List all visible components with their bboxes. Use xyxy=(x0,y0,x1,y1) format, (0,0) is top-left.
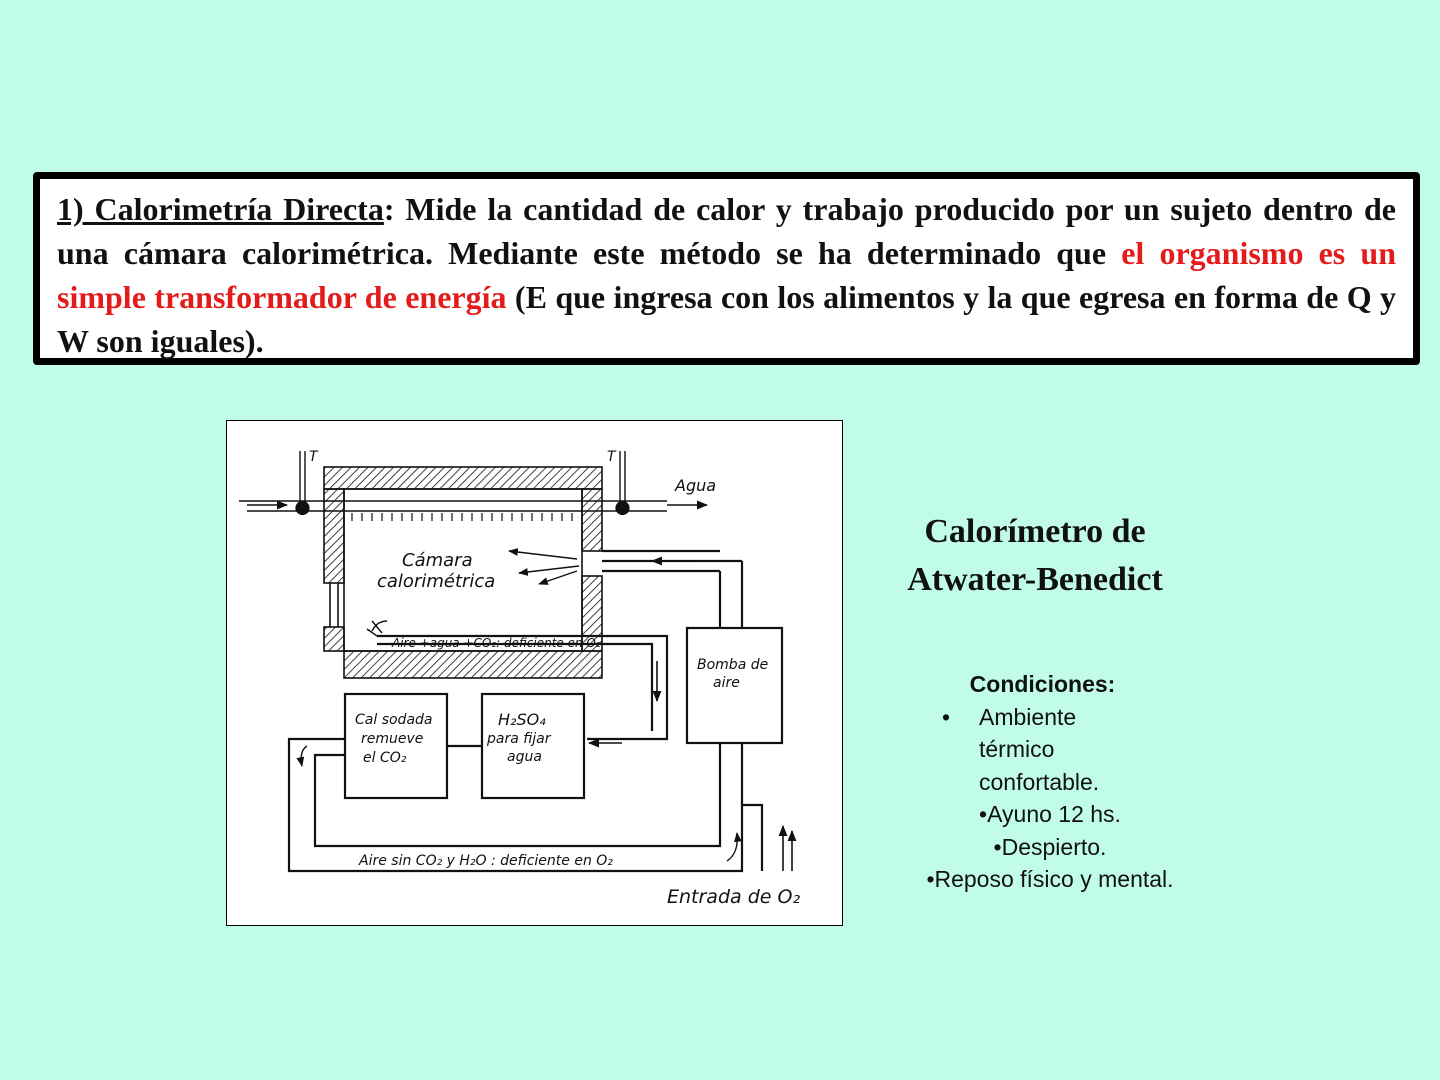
label-camara-line1: Cámara xyxy=(402,550,473,571)
definition-text-before: Mide la cantidad de calor y trabajo prod… xyxy=(57,191,1397,271)
calorimeter-diagram-drawing: T T Agua Cámara calorimétrica Aire +agua… xyxy=(239,449,800,908)
caption-line2: Atwater-Benedict xyxy=(907,561,1163,598)
condition-item-4: •Reposo físico y mental. xyxy=(926,866,1174,892)
label-h2so4-line1: H₂SO₄ xyxy=(498,710,546,729)
figure-caption: Calorímetro de Atwater-Benedict xyxy=(880,508,1190,604)
label-aire-deficiente: Aire +agua +CO₂: deficiente en O₂ xyxy=(391,636,601,650)
label-entrada: Entrada de O₂ xyxy=(667,886,800,908)
label-bomba-line1: Bomba de xyxy=(697,657,768,673)
label-cal-line3: el CO₂ xyxy=(363,750,407,766)
condition-item-3: •Despierto. xyxy=(993,833,1107,860)
definition-text-after: (E que ingresa con los alimentos y la qu… xyxy=(57,279,1397,359)
condition-item-1-line1: Ambiente xyxy=(979,703,1077,730)
definition-colon: : xyxy=(383,191,395,227)
definition-term: 1) Calorimetría Directa xyxy=(57,191,384,227)
calorimeter-diagram: T T Agua Cámara calorimétrica Aire +agua… xyxy=(226,420,843,926)
label-h2so4-line2: para fijar xyxy=(486,731,552,747)
condition-item-1: • Ambiente térmico confortable. xyxy=(900,701,1200,799)
definition-highlight: el organismo es un simple transformador … xyxy=(57,235,1397,315)
label-cal-line1: Cal sodada xyxy=(355,712,433,728)
label-h2so4-line3: agua xyxy=(507,749,542,765)
label-agua: Agua xyxy=(674,476,716,495)
label-cal-line2: remueve xyxy=(361,731,423,747)
condition-item-2: •Ayuno 12 hs. xyxy=(979,801,1121,827)
diagram-lines xyxy=(239,451,797,873)
conditions-title: Condiciones: xyxy=(969,671,1116,697)
condition-item-1-line3: confortable. xyxy=(979,768,1100,795)
label-bomba-line2: aire xyxy=(713,675,740,691)
condition-bullet: • xyxy=(942,703,951,730)
definition-text: 1) Calorimetría Directa: Mide la cantida… xyxy=(57,187,1396,363)
label-aire-sin: Aire sin CO₂ y H₂O : deficiente en O₂ xyxy=(358,853,613,869)
conditions-list: Condiciones: • Ambiente térmico conforta… xyxy=(900,668,1200,896)
chamber-walls xyxy=(323,466,603,679)
label-t-right: T xyxy=(607,449,617,465)
condition-item-1-line2: térmico xyxy=(979,736,1055,762)
label-camara-line2: calorimétrica xyxy=(377,571,495,592)
label-t-left: T xyxy=(309,449,319,465)
definition-box: 1) Calorimetría Directa: Mide la cantida… xyxy=(33,172,1420,365)
caption-line1: Calorímetro de xyxy=(924,513,1146,550)
